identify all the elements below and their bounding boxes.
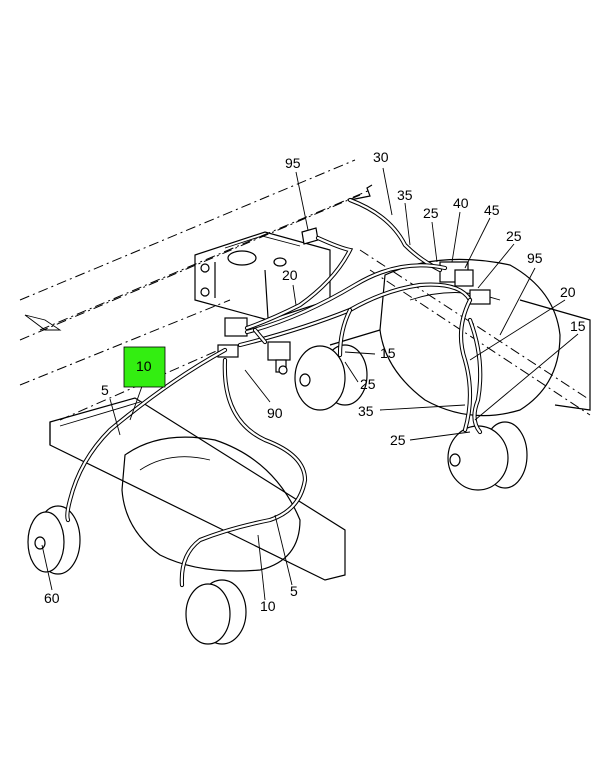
callout-35[interactable]: 35 [358, 403, 374, 419]
callout-95[interactable]: 95 [527, 250, 543, 266]
valve-assembly-rear [439, 261, 491, 305]
callout-15[interactable]: 15 [380, 345, 396, 361]
callout-5[interactable]: 5 [290, 583, 298, 599]
fitting-30 [349, 184, 373, 201]
callout-30[interactable]: 30 [373, 149, 389, 165]
callout-35[interactable]: 35 [397, 187, 413, 203]
callout-10-highlighted[interactable]: 10 [136, 358, 152, 374]
callout-25[interactable]: 25 [360, 376, 376, 392]
highlight-box-part-10[interactable] [123, 346, 166, 388]
brake-chamber-rear-left [294, 344, 368, 411]
callout-15[interactable]: 15 [570, 318, 586, 334]
rear-axle [329, 258, 591, 417]
brake-chamber-front-left [27, 505, 81, 575]
leader-lines [41, 167, 579, 601]
callout-45[interactable]: 45 [484, 202, 500, 218]
callout-25[interactable]: 25 [423, 205, 439, 221]
callout-10[interactable]: 10 [260, 598, 276, 614]
callout-90[interactable]: 90 [267, 405, 283, 421]
callout-20[interactable]: 20 [282, 267, 298, 283]
clip-95-left [301, 227, 319, 245]
callout-40[interactable]: 40 [453, 195, 469, 211]
valve-assembly-front [217, 317, 291, 375]
brake-chamber-front-right [185, 579, 247, 645]
callout-20[interactable]: 20 [560, 284, 576, 300]
callout-5[interactable]: 5 [101, 382, 109, 398]
brake-chamber-rear-right [447, 421, 528, 491]
callout-95[interactable]: 95 [285, 155, 301, 171]
callout-25[interactable]: 25 [506, 228, 522, 244]
callout-labels: 95 30 35 25 40 45 25 95 20 20 15 15 25 1… [44, 149, 586, 614]
brake-tubes [65, 197, 483, 588]
callout-60[interactable]: 60 [44, 590, 60, 606]
callout-25[interactable]: 25 [390, 432, 406, 448]
front-axle [49, 397, 346, 581]
